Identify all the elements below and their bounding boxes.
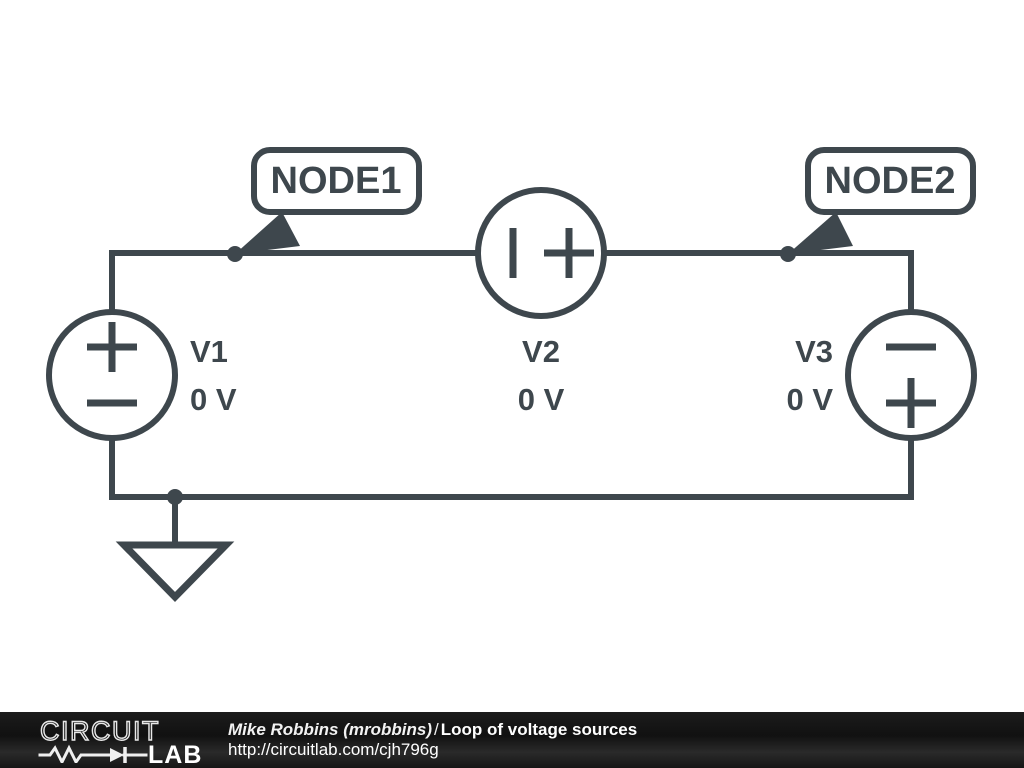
footer-bar: CIRCUIT LAB Mike Robbins (mrobbins)/Loop… [0, 712, 1024, 768]
node2-callout-box[interactable] [805, 147, 976, 215]
ground-symbol[interactable] [115, 489, 235, 602]
v3-value-label: 0 V [786, 382, 833, 417]
v2-body-circle[interactable] [475, 187, 607, 319]
ground-triangle-icon[interactable] [115, 541, 235, 602]
node1-callout-label: NODE1 [271, 160, 402, 202]
resistor-diode-icon [38, 744, 148, 763]
v2-ref-label: V2 [522, 334, 560, 369]
logo-word-circuit: CIRCUIT [40, 717, 160, 746]
v3-body-circle[interactable] [845, 309, 977, 441]
component-v2[interactable]: V2 0 V [475, 187, 607, 417]
node1-callout-tail [235, 212, 300, 254]
footer-credit-line: Mike Robbins (mrobbins)/Loop of voltage … [228, 720, 637, 740]
schematic-canvas[interactable]: V1 0 V V2 0 V V3 0 V [0, 0, 1024, 712]
node1-junction-dot [227, 246, 243, 262]
schematic-drawing[interactable]: V1 0 V V2 0 V V3 0 V [0, 0, 1024, 712]
node2-callout-tail [788, 212, 853, 254]
callout-node1[interactable]: NODE1 [227, 147, 422, 262]
circuitlab-logo-graphic: CIRCUIT LAB [38, 717, 202, 763]
callout-node2[interactable]: NODE2 [780, 147, 976, 262]
footer-credit: Mike Robbins (mrobbins)/Loop of voltage … [228, 720, 637, 760]
component-v3[interactable]: V3 0 V [786, 309, 977, 441]
wire-group [109, 250, 914, 548]
v1-ref-label: V1 [190, 334, 228, 369]
node1-callout-box[interactable] [251, 147, 422, 215]
v1-value-label: 0 V [190, 382, 237, 417]
diode-triangle-icon [110, 748, 124, 762]
v3-ref-label: V3 [795, 334, 833, 369]
component-v1[interactable]: V1 0 V [46, 309, 237, 441]
v2-value-label: 0 V [518, 382, 565, 417]
footer-circuit-title: Loop of voltage sources [440, 719, 638, 739]
circuitlab-logo[interactable]: CIRCUIT LAB [38, 717, 210, 763]
logo-word-lab: LAB [148, 741, 202, 763]
node2-junction-dot [780, 246, 796, 262]
footer-separator: / [434, 719, 439, 739]
footer-url[interactable]: http://circuitlab.com/cjh796g [228, 740, 439, 759]
node2-callout-label: NODE2 [825, 160, 956, 202]
footer-author: Mike Robbins (mrobbins) [228, 719, 432, 739]
v1-body-circle[interactable] [46, 309, 178, 441]
ground-node-dot [167, 489, 183, 505]
